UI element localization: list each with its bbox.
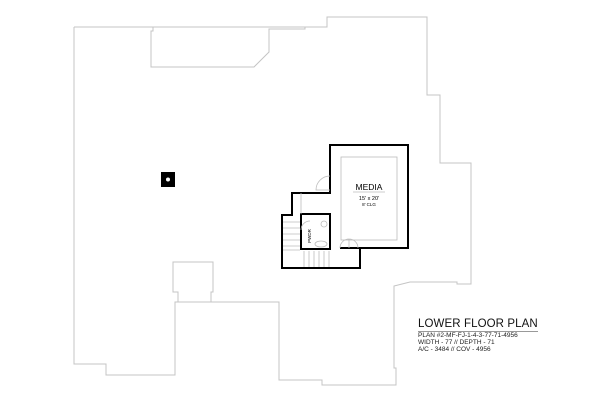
building-outline (73, 16, 472, 386)
plan-areas: A/C - 3484 // COV - 4956 (418, 346, 491, 353)
upper-patio-outline (150, 27, 306, 68)
powder-room-walls (300, 213, 331, 250)
door-swing (315, 175, 331, 191)
media-room-label: MEDIA (356, 182, 383, 192)
powder-door (300, 220, 311, 231)
media-inner-line (340, 156, 398, 241)
media-walls (281, 144, 409, 269)
title-block: LOWER FLOOR PLAN PLAN #2-MF-FJ-1-4-3-77-… (418, 318, 538, 353)
stairs (283, 221, 330, 267)
media-room-size: 15' x 20' (359, 196, 379, 202)
toilet-icon (314, 240, 328, 248)
plan-title: LOWER FLOOR PLAN (418, 318, 538, 332)
plan-number: PLAN #2-MF-FJ-1-4-3-77-71-4956 (418, 332, 518, 339)
bay-outline (172, 261, 214, 302)
powder-room-label: PWDR (307, 228, 312, 242)
column-center (166, 177, 170, 182)
media-double-door (339, 238, 359, 249)
plan-dimensions: WIDTH - 77 // DEPTH - 71 (418, 339, 495, 346)
media-room-ceiling: 8' CLG (362, 202, 376, 207)
sink-icon (320, 220, 328, 228)
